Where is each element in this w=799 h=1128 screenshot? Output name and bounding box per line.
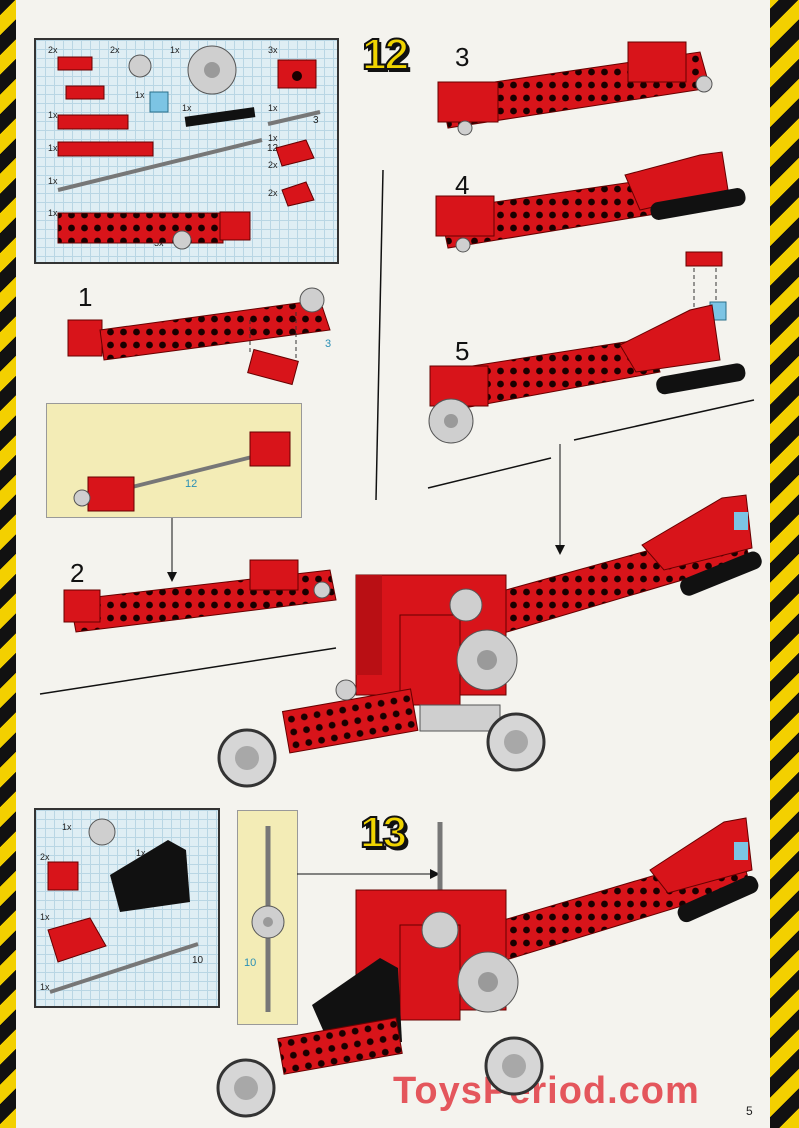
step-3-illustration xyxy=(437,41,713,136)
qty-brick: 2x xyxy=(48,45,58,55)
hazard-stripe-right xyxy=(770,0,799,1128)
qty-slope-13: 1x xyxy=(40,912,50,922)
step-4-illustration xyxy=(435,151,746,253)
qty-large-gear: 1x xyxy=(170,45,180,55)
qty-seat-13: 1x xyxy=(136,848,146,858)
assembled-model-13 xyxy=(216,817,759,1118)
step-number-12: 12 xyxy=(361,29,410,80)
axle-length-10-box: 10 xyxy=(192,955,204,966)
callout-label-10: 10 xyxy=(244,957,257,969)
parts-illustrations-13 xyxy=(47,818,199,994)
qty-brick-with-hole: 3x xyxy=(268,45,278,55)
qty-beam-black: 1x xyxy=(48,110,58,120)
qty-slope: 1x xyxy=(268,133,278,143)
substep-2: 2 xyxy=(70,558,85,588)
callout-label-3: 3 xyxy=(325,338,332,350)
callout-10-illustration xyxy=(251,826,285,1012)
page-number: 5 xyxy=(746,1104,753,1118)
axle-length-short: 3 xyxy=(313,115,319,126)
qty-beam-12: 1x xyxy=(48,208,58,218)
qty-axle-short: 1x xyxy=(268,103,278,113)
hazard-stripe-left xyxy=(0,0,16,1128)
qty-brick-13: 2x xyxy=(40,852,50,862)
qty-axle-13: 1x xyxy=(40,982,50,992)
watermark: ToysPeriod.com xyxy=(393,1070,700,1112)
qty-slope-2: 2x xyxy=(268,188,278,198)
qty-axle-long: 1x xyxy=(48,176,58,186)
step-1-illustration xyxy=(67,287,331,386)
qty-round-piece: 1x xyxy=(135,90,145,100)
qty-beam: 1x xyxy=(182,103,192,113)
qty-gear-13: 1x xyxy=(62,822,72,832)
step-2-illustration xyxy=(63,559,337,633)
substep-3: 3 xyxy=(455,42,470,72)
substep-4: 4 xyxy=(455,170,470,200)
parts-illustrations-12 xyxy=(57,45,321,250)
substep-1: 1 xyxy=(78,282,93,312)
axle-length-long: 12 xyxy=(267,143,279,154)
callout-12-illustration xyxy=(73,431,291,512)
assembled-model-12 xyxy=(217,494,762,788)
step-5-illustration xyxy=(428,251,746,444)
qty-slope-small: 2x xyxy=(268,160,278,170)
step-number-13: 13 xyxy=(359,807,408,858)
callout-label-12: 12 xyxy=(185,478,198,490)
qty-beam-long: 1x xyxy=(48,143,58,153)
qty-small-gear: 2x xyxy=(110,45,120,55)
substep-5: 5 xyxy=(455,336,470,366)
